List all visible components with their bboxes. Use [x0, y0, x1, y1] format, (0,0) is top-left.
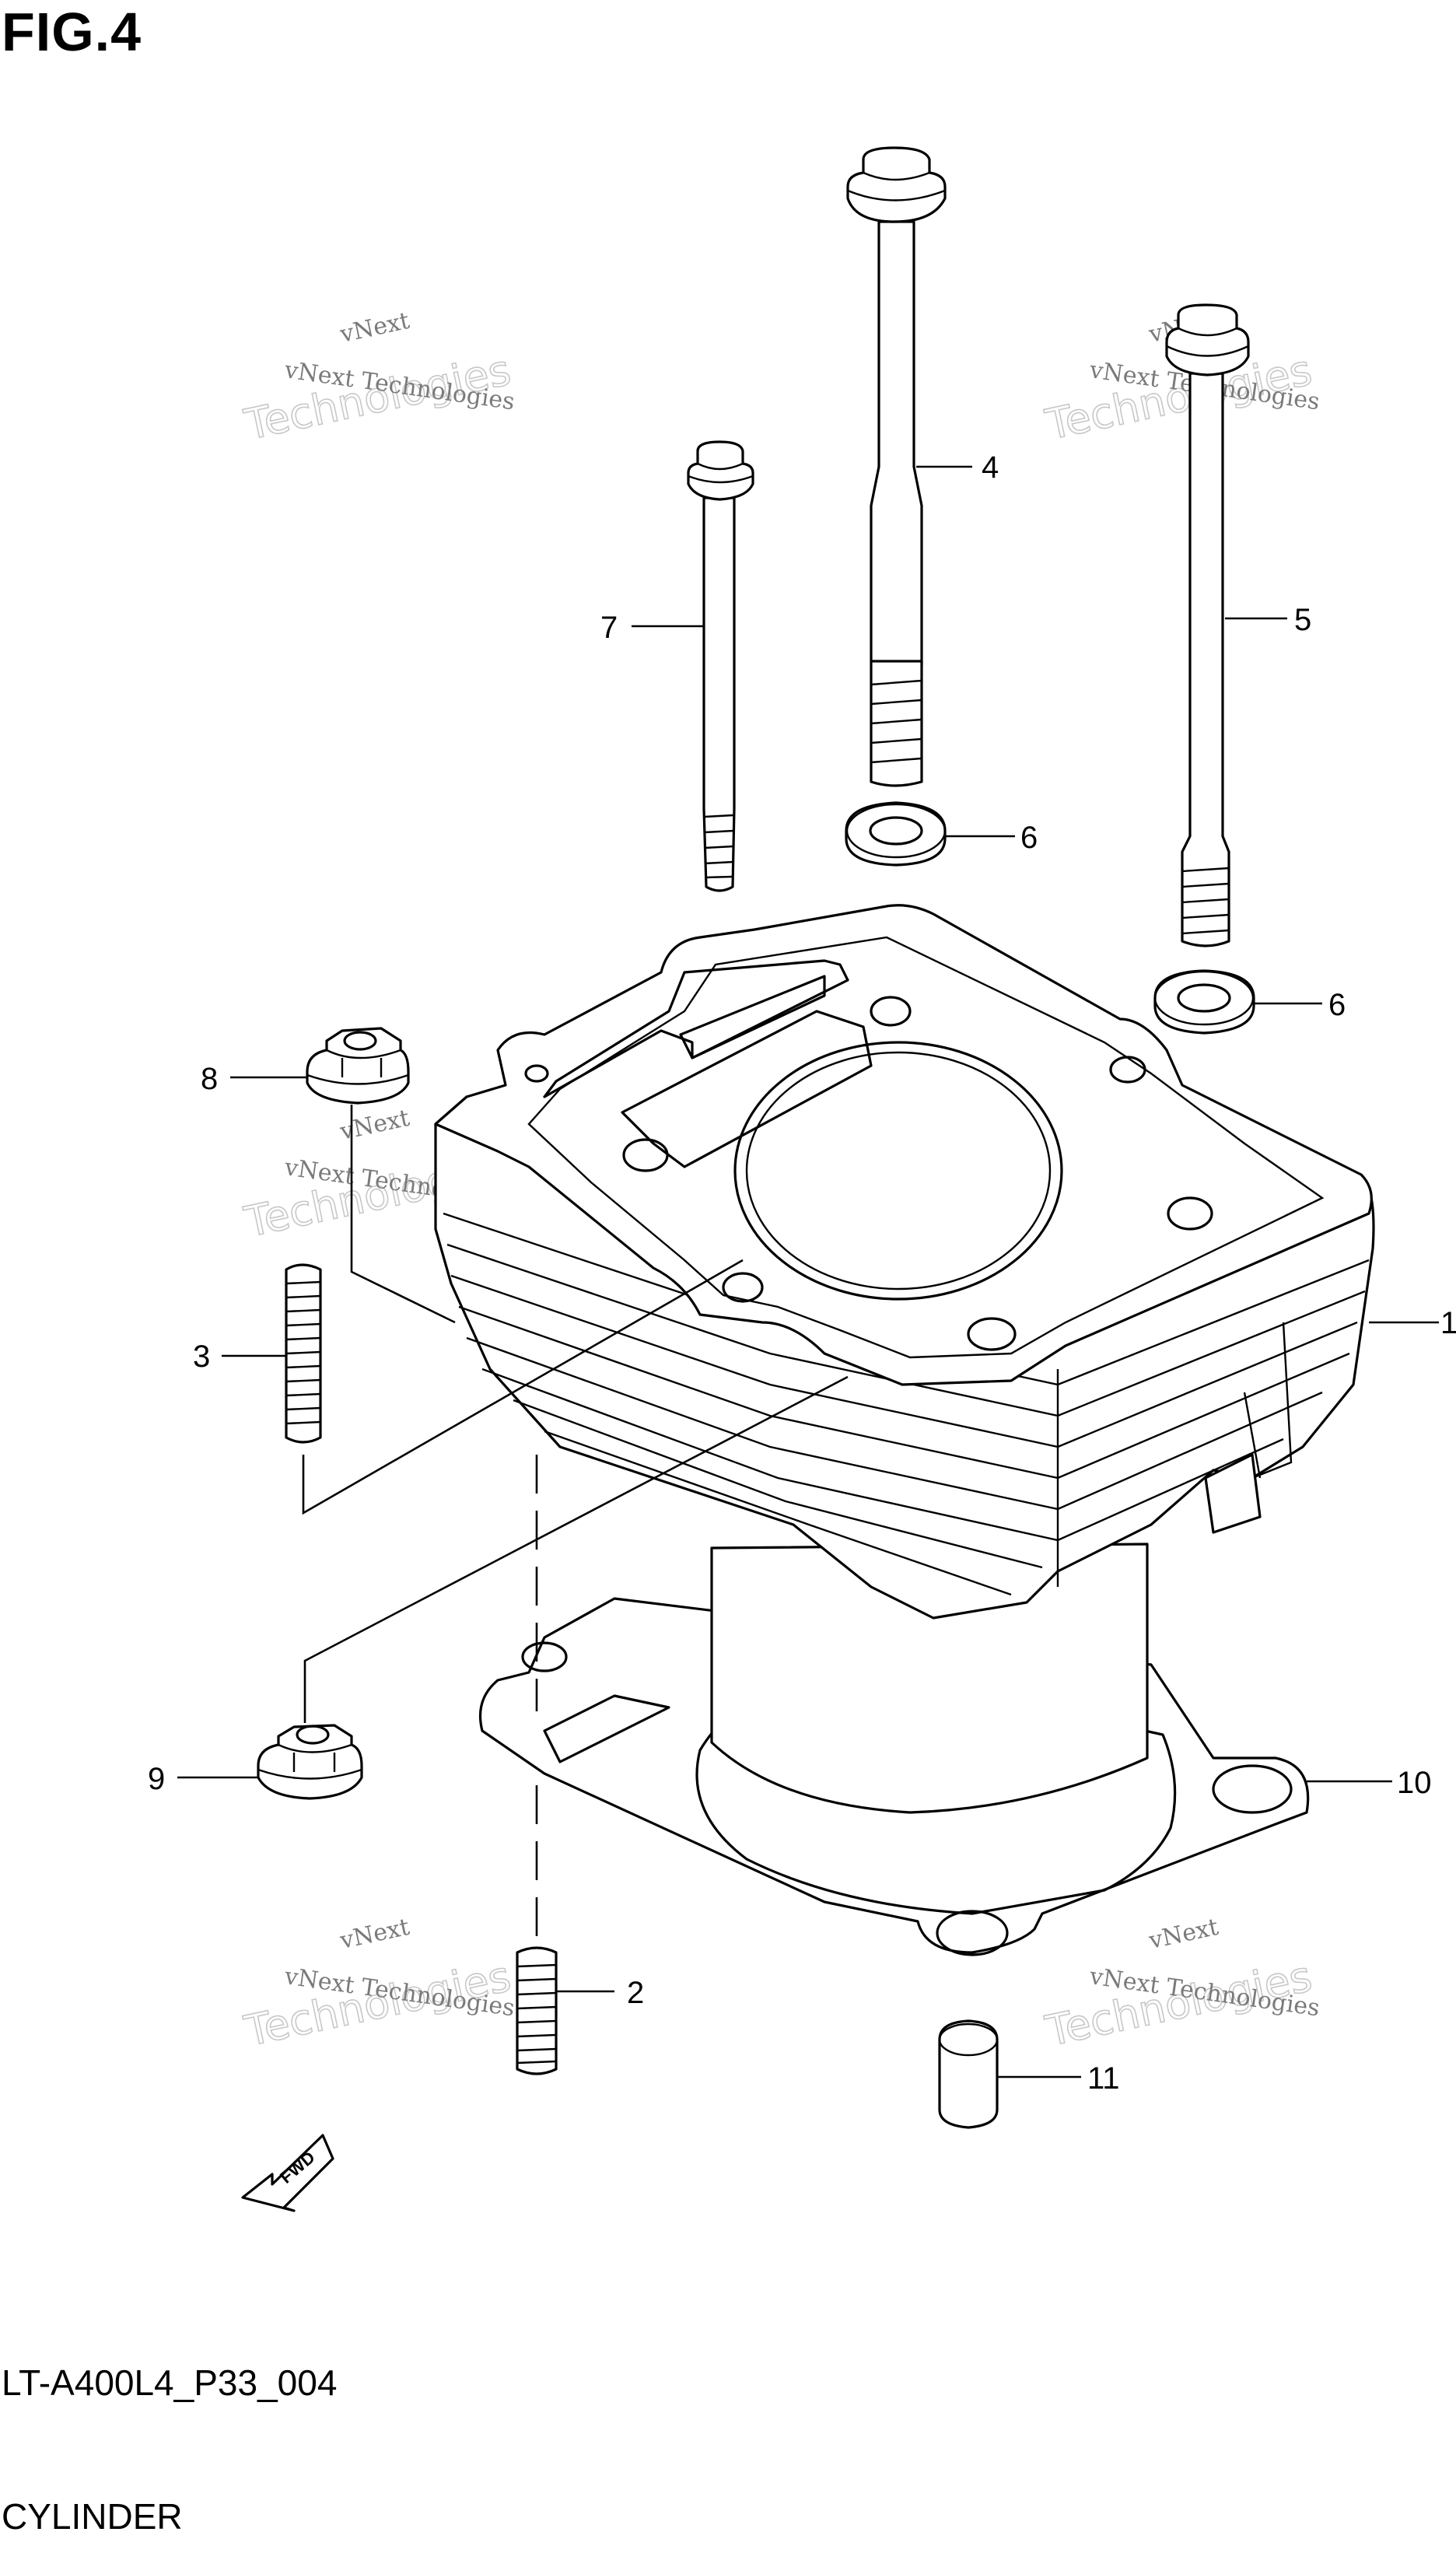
callout-11: 11	[1087, 2061, 1120, 2096]
diagram-code: LT-A400L4_P33_004	[2, 2362, 338, 2403]
callout-5: 5	[1294, 603, 1311, 637]
callout-7: 7	[600, 611, 618, 645]
callout-6a: 6	[1020, 821, 1038, 855]
leader-lines	[177, 465, 1439, 2078]
part-2-stud	[516, 1946, 558, 2075]
watermark-top-left: Technologies vNext vNext Technologies	[240, 307, 516, 450]
part-6-washer-a	[845, 801, 947, 867]
callout-9: 9	[148, 1762, 165, 1796]
figure-title: FIG.4	[2, 2, 142, 62]
callout-4: 4	[982, 450, 999, 485]
part-9-flange-nut	[257, 1724, 363, 1800]
part-3-stud	[285, 1263, 322, 1444]
callout-10: 10	[1397, 1766, 1432, 1800]
svg-text:vNext: vNext	[337, 1914, 411, 1955]
part-1-cylinder	[434, 904, 1375, 1814]
callout-3: 3	[193, 1340, 210, 1374]
svg-text:vNext: vNext	[337, 307, 411, 348]
watermark-bottom-right: Technologies vNext vNext Technologies	[1041, 1914, 1321, 2057]
part-11-dowel-pin	[938, 2019, 999, 2129]
part-5-long-bolt	[1165, 303, 1250, 947]
watermark-bottom-left: Technologies vNext vNext Technologies	[240, 1914, 516, 2057]
callout-labels: 1 2 3 4 5 6 6 7 8 9 10 11	[148, 450, 1456, 2096]
svg-text:vNext: vNext	[1146, 1914, 1220, 1955]
callout-6b: 6	[1328, 988, 1346, 1022]
fwd-direction-arrow-icon: FWD	[241, 2134, 334, 2212]
part-7-bolt	[687, 440, 754, 892]
diagram-name: CYLINDER	[2, 2496, 183, 2537]
part-6-washer-b	[1153, 969, 1255, 1035]
callout-8: 8	[201, 1062, 218, 1096]
part-4-long-bolt	[846, 146, 947, 787]
callout-1: 1	[1440, 1306, 1456, 1340]
callout-2: 2	[627, 1976, 644, 2010]
svg-text:vNext: vNext	[337, 1105, 411, 1146]
part-8-flange-nut	[306, 1027, 410, 1105]
